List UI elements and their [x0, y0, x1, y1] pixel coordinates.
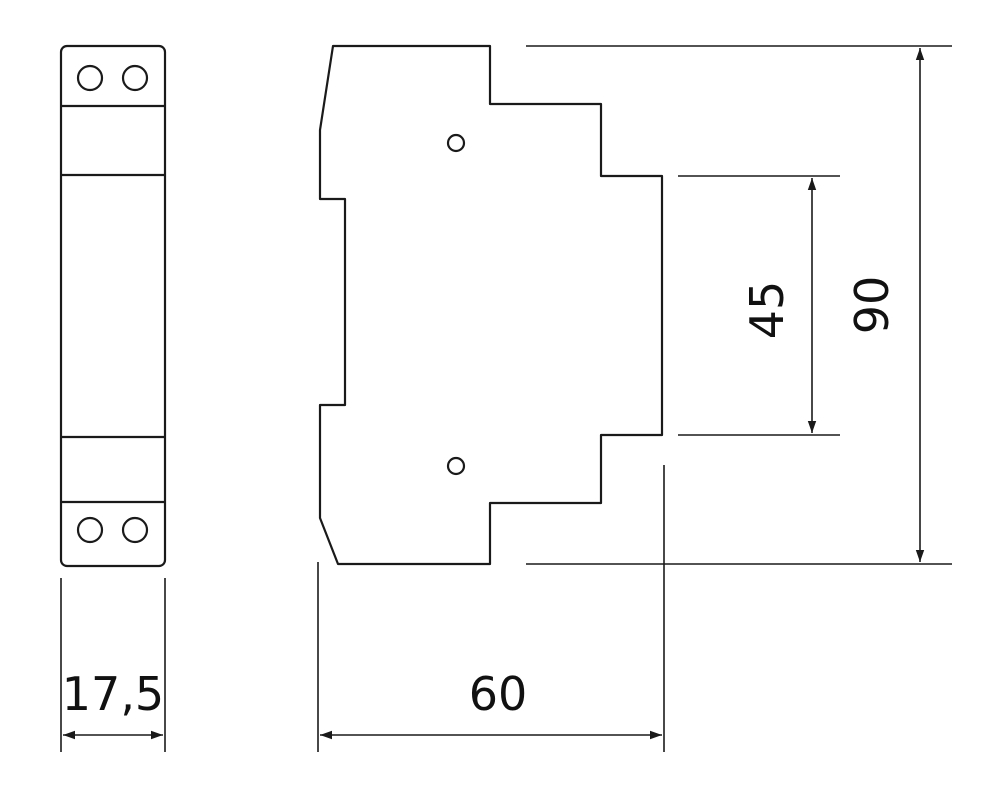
front-height-dimension: 45: [678, 175, 840, 436]
total-height-label: 90: [845, 276, 899, 335]
depth-label: 60: [469, 667, 528, 721]
terminal-screw-icon: [76, 516, 104, 544]
depth-dimension: 60: [317, 465, 665, 752]
front-body-outline: [59, 44, 167, 568]
terminal-screw-icon: [121, 516, 149, 544]
terminal-screw-icon: [121, 64, 149, 92]
front-height-label: 45: [740, 281, 794, 340]
mounting-hole-icon: [446, 456, 466, 476]
terminal-screw-icon: [76, 64, 104, 92]
width-label: 17,5: [62, 667, 164, 721]
width-dimension: 17,5: [60, 578, 166, 752]
side-view: [318, 44, 664, 566]
front-view: [59, 44, 167, 568]
total-height-dimension: 90: [526, 45, 952, 565]
side-profile-outline: [318, 44, 664, 566]
mounting-hole-icon: [446, 133, 466, 153]
